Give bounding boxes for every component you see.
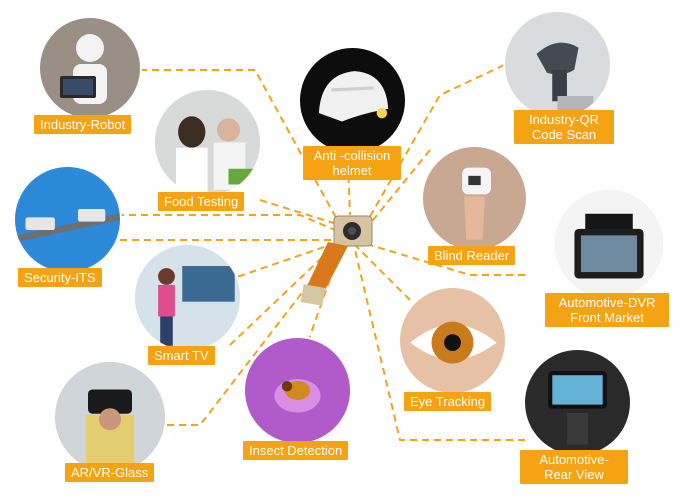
food-testing-label: Food Testing — [158, 192, 245, 211]
camera-module — [300, 215, 373, 306]
ar-vr-label: AR/VR-Glass — [65, 463, 155, 482]
eye-tracking-image — [400, 288, 505, 393]
insect-detection-label: Insect Detection — [243, 441, 349, 460]
helmet-label: Anti -collision helmet — [303, 146, 401, 180]
smart-tv-image — [135, 245, 240, 350]
industry-robot-image — [40, 18, 140, 118]
security-its-image — [15, 167, 120, 272]
qr-scanner-label: Industry-QR Code Scan — [514, 110, 614, 144]
rear-view-image — [525, 350, 630, 455]
dvr-label: Automotive-DVR Front Market — [545, 293, 669, 327]
eye-tracking-label: Eye Tracking — [404, 392, 492, 411]
qr-scanner-image — [505, 12, 610, 117]
helmet-image — [300, 48, 405, 153]
smart-tv-label: Smart TV — [148, 346, 215, 365]
insect-detection-image — [245, 338, 350, 443]
blind-reader-label: Blind Reader — [428, 246, 516, 265]
ar-vr-image — [55, 362, 165, 472]
security-its-label: Security-ITS — [18, 268, 102, 287]
industry-robot-label: Industry-Robot — [34, 115, 132, 134]
blind-reader-image — [423, 147, 526, 250]
food-testing-image — [155, 90, 260, 195]
dvr-image — [555, 190, 663, 298]
rear-view-label: Automotive- Rear View — [520, 450, 628, 484]
